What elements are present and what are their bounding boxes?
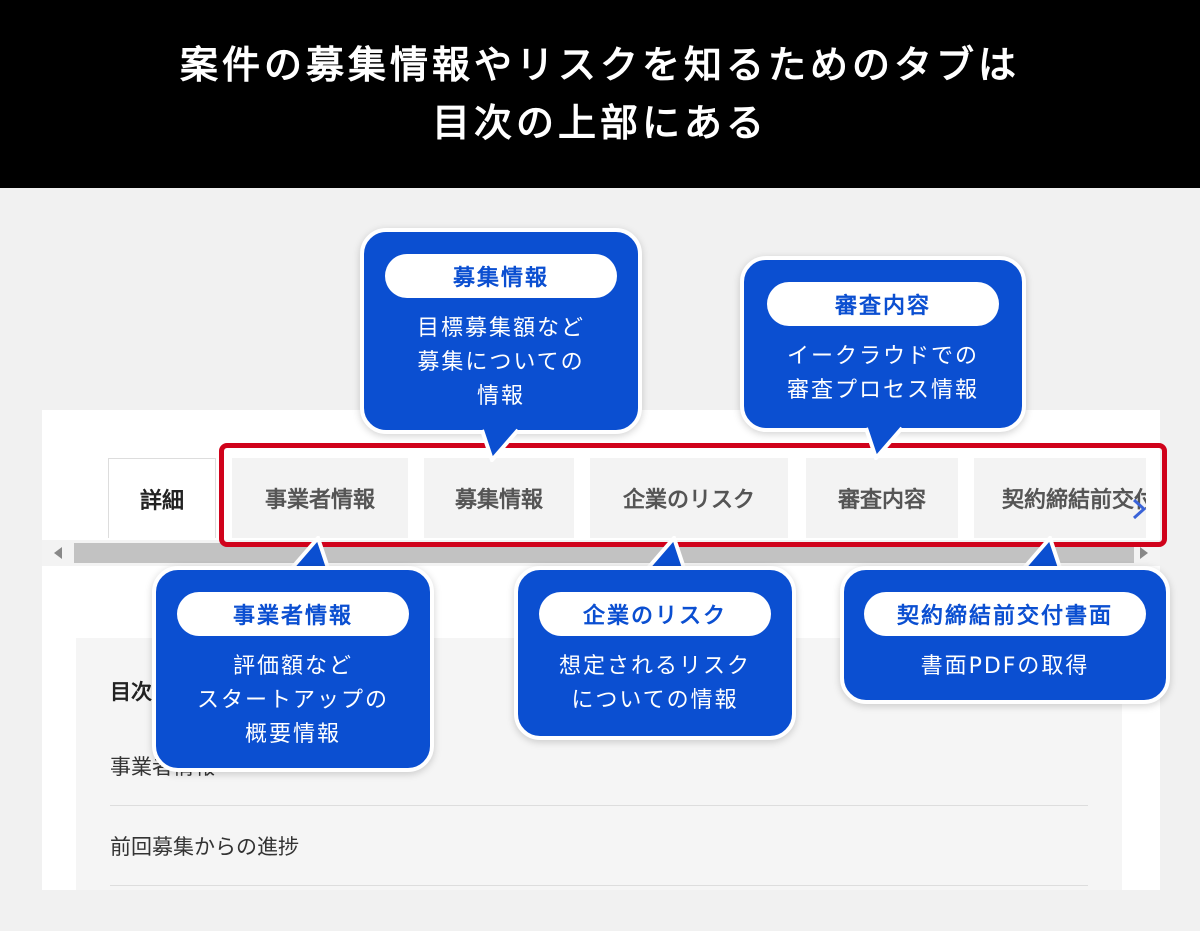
callout-pre-contract-document: 契約締結前交付書面 書面PDFの取得	[840, 566, 1170, 704]
toc-item-label: 前回募集からの進捗	[110, 834, 299, 859]
header-title-line-2: 目次の上部にある	[431, 101, 768, 145]
tab-company-info[interactable]: 事業者情報	[232, 458, 408, 538]
toc-item-progress[interactable]: 前回募集からの進捗	[110, 806, 1088, 886]
callout-pointer	[1022, 536, 1062, 570]
callout-company-risk: 企業のリスク 想定されるリスク についての情報	[514, 566, 796, 740]
tabs-highlight-frame	[219, 443, 1167, 547]
toc-title: 目次	[110, 680, 152, 704]
header-banner: 案件の募集情報やリスクを知るためのタブは 目次の上部にある	[0, 0, 1200, 188]
callout-description: イークラウドでの 審査プロセス情報	[786, 344, 979, 403]
caret-left-icon[interactable]	[52, 547, 64, 559]
callout-pointer	[646, 536, 686, 570]
tab-review[interactable]: 審査内容	[806, 458, 958, 538]
tab-label: 契約締結前交付書面	[1002, 488, 1146, 513]
callout-title: 契約締結前交付書面	[864, 592, 1146, 636]
tab-details[interactable]: 詳細	[108, 458, 216, 538]
callout-pointer	[480, 428, 520, 462]
callout-description: 目標募集額など 募集についての 情報	[416, 316, 585, 409]
chevron-right-icon[interactable]	[1124, 494, 1154, 524]
callout-description: 書面PDFの取得	[920, 654, 1090, 679]
callout-pointer	[864, 426, 904, 460]
callout-pointer	[290, 536, 330, 570]
callout-title: 審査内容	[767, 282, 999, 326]
tab-pre-contract-document[interactable]: 契約締結前交付書面	[974, 458, 1146, 538]
callout-title: 募集情報	[385, 254, 617, 298]
scrollbar-thumb[interactable]	[74, 543, 1134, 563]
tab-label: 企業のリスク	[622, 488, 755, 513]
tab-label: 審査内容	[837, 488, 926, 513]
header-title-line-1: 案件の募集情報やリスクを知るためのタブは	[179, 43, 1020, 87]
tab-label: 事業者情報	[264, 488, 375, 513]
callout-company-info: 事業者情報 評価額など スタートアップの 概要情報	[152, 566, 434, 772]
callout-title: 企業のリスク	[539, 592, 771, 636]
tab-label: 詳細	[139, 488, 184, 514]
tab-company-risk[interactable]: 企業のリスク	[590, 458, 788, 538]
tab-offering-info[interactable]: 募集情報	[424, 458, 574, 538]
callout-title: 事業者情報	[177, 592, 409, 636]
callout-description: 評価額など スタートアップの 概要情報	[196, 654, 389, 747]
caret-right-icon[interactable]	[1138, 547, 1150, 559]
tab-label: 募集情報	[454, 488, 543, 513]
callout-offering-info: 募集情報 目標募集額など 募集についての 情報	[360, 228, 642, 434]
callout-description: 想定されるリスク についての情報	[558, 654, 751, 713]
callout-review: 審査内容 イークラウドでの 審査プロセス情報	[740, 256, 1026, 432]
